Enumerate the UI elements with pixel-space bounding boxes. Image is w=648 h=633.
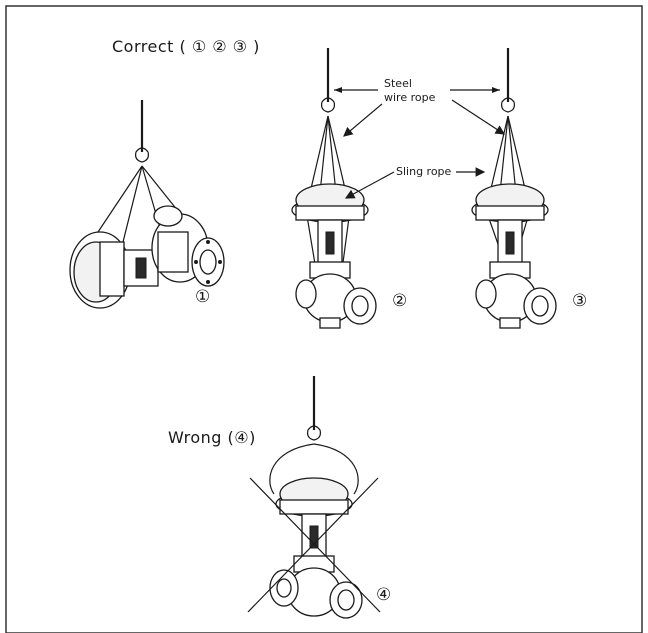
label-num-1: ① bbox=[195, 287, 210, 307]
label-num-3: ③ bbox=[572, 291, 587, 311]
correct-title: Correct ( ① ② ③ ) bbox=[112, 37, 260, 56]
steel-wire-label-2: wire rope bbox=[384, 91, 436, 104]
sling-rope-arrow-left bbox=[344, 171, 395, 199]
label-num-2: ② bbox=[392, 291, 407, 311]
valve-2-upright bbox=[291, 48, 377, 329]
steel-wire-arrow-left bbox=[343, 103, 383, 137]
valve-1-horizontal bbox=[69, 100, 225, 309]
valve-4-wrong bbox=[247, 376, 381, 619]
steel-wire-arrow-right bbox=[451, 99, 506, 135]
diagram-border bbox=[5, 5, 643, 633]
steel-wire-label-1: Steel bbox=[384, 77, 412, 90]
wrong-title: Wrong (④) bbox=[168, 428, 256, 447]
valve-3-upright bbox=[471, 48, 557, 329]
label-num-4: ④ bbox=[376, 585, 391, 605]
sling-rope-label: Sling rope bbox=[396, 165, 452, 178]
